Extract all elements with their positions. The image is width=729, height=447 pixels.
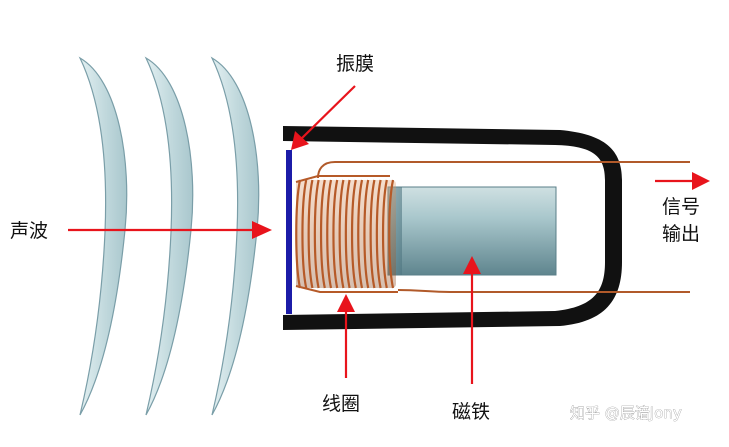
coil-turn bbox=[350, 179, 357, 289]
coil-turn bbox=[307, 179, 314, 289]
coil-turn bbox=[363, 179, 370, 289]
label-signal-output-line2: 输出 bbox=[662, 223, 700, 245]
sound-wave-3 bbox=[210, 56, 260, 416]
coil bbox=[295, 175, 398, 293]
signal-output-arrow bbox=[655, 172, 710, 190]
label-diaphragm: 振膜 bbox=[336, 53, 374, 75]
coil-turn bbox=[295, 179, 302, 289]
coil-turn bbox=[332, 179, 339, 289]
watermark: 知乎 @辰谙Jony bbox=[570, 404, 682, 422]
wire-bottom bbox=[397, 289, 690, 293]
coil-turn bbox=[313, 179, 320, 289]
coil-turn bbox=[301, 179, 308, 289]
label-sound-wave: 声波 bbox=[10, 220, 48, 242]
label-coil: 线圈 bbox=[322, 393, 360, 415]
coil-turn bbox=[319, 179, 326, 289]
coil-arrow bbox=[337, 294, 355, 378]
sound-wave-arrow bbox=[68, 221, 272, 239]
label-magnet: 磁铁 bbox=[452, 401, 490, 423]
diaphragm-arrow bbox=[291, 85, 356, 150]
coil-turn bbox=[338, 179, 345, 289]
coil-turn bbox=[381, 179, 388, 289]
coil-turn bbox=[344, 179, 351, 289]
coil-turn bbox=[326, 179, 333, 289]
coil-turn bbox=[357, 179, 364, 289]
arrows bbox=[68, 85, 710, 384]
magnet-arrow bbox=[463, 256, 481, 384]
coil-turn bbox=[375, 179, 382, 289]
coil-turn bbox=[369, 179, 376, 289]
housing-shell bbox=[283, 126, 622, 330]
sound-waves bbox=[78, 56, 260, 416]
diaphragm bbox=[286, 150, 292, 314]
coil-turn bbox=[388, 179, 395, 289]
label-signal-output-line1: 信号 bbox=[662, 196, 700, 218]
sound-wave-2 bbox=[144, 56, 194, 416]
sound-wave-1 bbox=[78, 56, 128, 416]
